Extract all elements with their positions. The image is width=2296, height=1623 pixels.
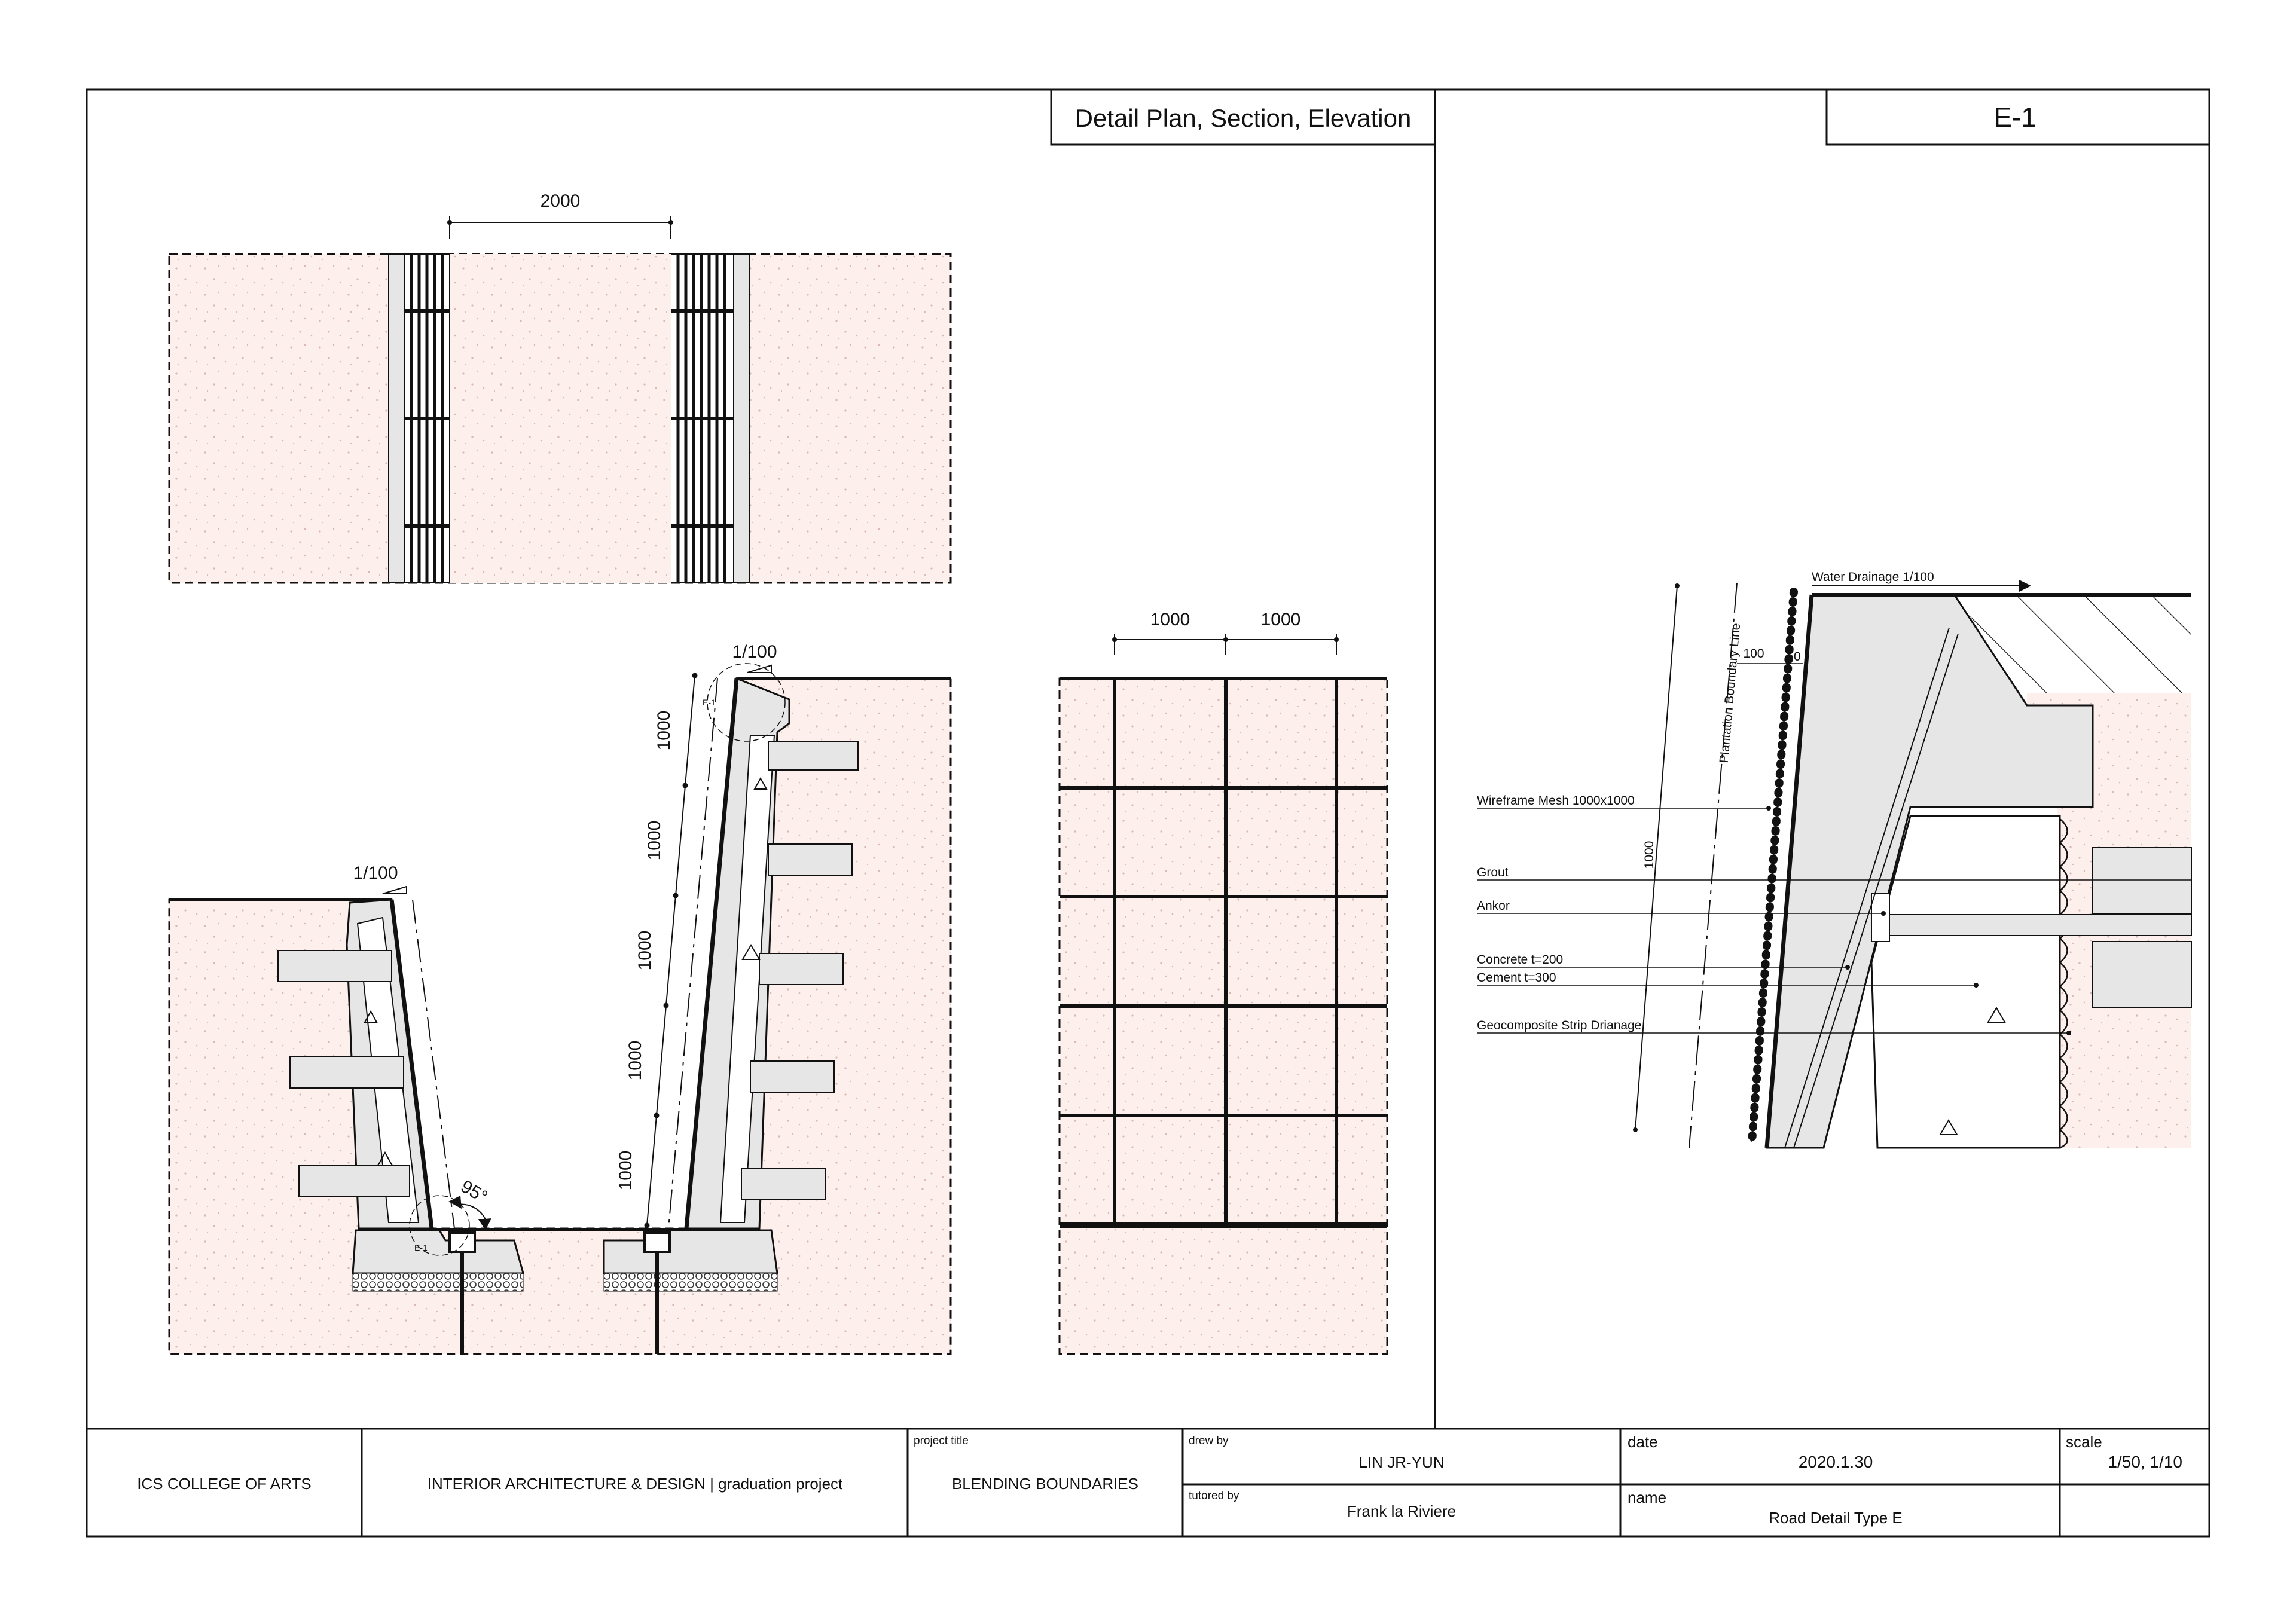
drew-by: LIN JR-YUN	[1358, 1453, 1444, 1471]
segment-dim-5: 1000	[616, 1151, 636, 1191]
elevation-dim-1: 1000	[1150, 610, 1190, 629]
scale-label: scale	[2066, 1433, 2102, 1451]
section-slope-right: 1/100	[732, 642, 777, 673]
segment-dim-4: 1000	[625, 1041, 645, 1081]
school-name: ICS COLLEGE OF ARTS	[137, 1475, 311, 1493]
elevation-dim-2: 1000	[1261, 610, 1301, 629]
segment-dim-2: 1000	[645, 821, 664, 861]
detail-wire-mesh	[1748, 588, 1798, 1146]
plan-dimension-label: 2000	[541, 191, 581, 211]
scale-value: 1/50, 1/10	[2108, 1453, 2182, 1471]
label-cement: Cement t=300	[1477, 971, 1556, 985]
detail-labels: Wireframe Mesh 1000x1000 Grout Ankor Con…	[1477, 794, 2191, 1035]
angle-label: 95°	[457, 1176, 491, 1207]
drawing-title-box: Detail Plan, Section, Elevation	[1050, 88, 1436, 146]
name-value: Road Detail Type E	[1769, 1509, 1903, 1527]
tutored-by: Frank la Riviere	[1347, 1502, 1456, 1520]
tutored-by-label: tutored by	[1189, 1490, 1239, 1502]
plantation-line-label: Plantation Boundary Line	[1717, 623, 1743, 764]
elevation-mesh	[1060, 678, 1387, 1228]
plan-grating-left	[404, 253, 450, 583]
slope-right-label: 1/100	[732, 642, 777, 662]
plan-grating-right	[670, 253, 734, 583]
elevation-dimensions: 1000 1000	[1112, 610, 1339, 655]
sheet-number: E-1	[1993, 102, 2037, 133]
section-view: 1/100 1/100 E-1 E-1 95° 1000 1000 1	[168, 642, 952, 1355]
slope-left-label: 1/100	[353, 863, 398, 883]
label-ankor: Ankor	[1477, 899, 1510, 913]
detail-dim-50: 50	[1787, 650, 1800, 664]
date-label: date	[1628, 1433, 1658, 1451]
section-segment-dims: 1000 1000 1000 1000 1000	[616, 673, 698, 1228]
detail-dim-100: 100	[1743, 647, 1764, 661]
sheet-number-box: E-1	[1825, 88, 2210, 146]
detail-dim-1000: 1000	[1642, 841, 1656, 869]
label-grout: Grout	[1477, 866, 1509, 879]
program-name: INTERIOR ARCHITECTURE & DESIGN | graduat…	[428, 1475, 843, 1493]
section-slope-left: 1/100	[353, 863, 407, 894]
elevation-view: 1000 1000	[1058, 610, 1388, 1355]
project-title: BLENDING BOUNDARIES	[952, 1475, 1138, 1493]
label-geocomposite: Geocomposite Strip Drianage	[1477, 1019, 1641, 1032]
date-value: 2020.1.30	[1799, 1453, 1873, 1471]
water-drainage-label: Water Drainage 1/100	[1812, 570, 1934, 584]
section-angle: 95°	[448, 1176, 491, 1230]
segment-dim-3: 1000	[635, 931, 655, 971]
detail-tag-top: E-1	[703, 698, 716, 707]
section-left-wall	[277, 898, 524, 1354]
project-title-label: project title	[914, 1435, 969, 1447]
segment-dim-1: 1000	[654, 711, 674, 751]
title-block: ICS COLLEGE OF ARTS INTERIOR ARCHITECTUR…	[87, 1428, 2209, 1536]
drew-by-label: drew by	[1189, 1435, 1229, 1447]
label-concrete: Concrete t=200	[1477, 953, 1563, 967]
plan-dimension: 2000	[447, 191, 673, 239]
detail-tag-bottom: E-1	[414, 1243, 428, 1252]
label-wireframe-mesh: Wireframe Mesh 1000x1000	[1477, 794, 1635, 808]
detail-view: 1000 Plantation Boundary Line 100 50 Wat…	[1477, 570, 2192, 1149]
name-label: name	[1628, 1488, 1666, 1506]
plan-view: 2000	[168, 191, 952, 584]
drawing-title: Detail Plan, Section, Elevation	[1075, 104, 1412, 132]
